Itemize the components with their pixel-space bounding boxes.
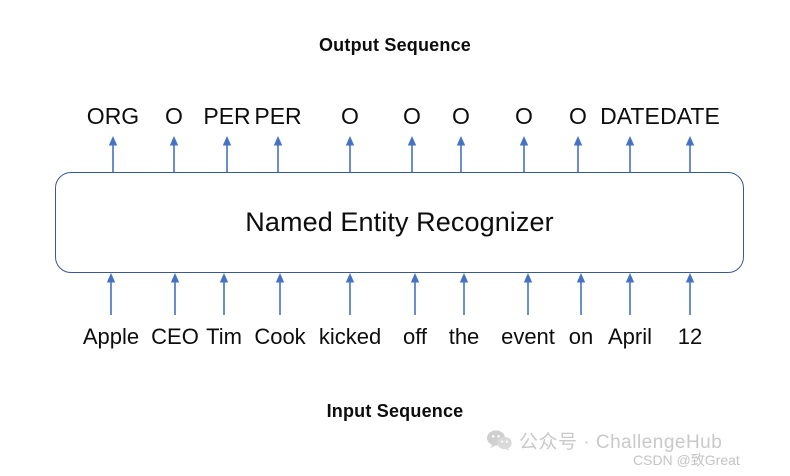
input-token-7: event: [501, 324, 555, 349]
output-arrow-1: [169, 136, 179, 172]
output-arrow-2: [222, 136, 232, 172]
output-token-1: O: [165, 103, 183, 129]
input-arrow-2: [219, 273, 229, 315]
recognizer-label: Named Entity Recognizer: [245, 207, 554, 237]
output-token-4: O: [341, 103, 359, 129]
watermark: 公众号 · ChallengeHub: [487, 427, 722, 454]
input-arrow-9: [625, 273, 635, 315]
input-token-5: off: [402, 324, 428, 349]
output-arrow-8: [573, 136, 583, 172]
output-arrow-7: [519, 136, 529, 172]
input-token-10: 12: [677, 324, 703, 349]
named-entity-recognizer-box: Named Entity Recognizer: [55, 172, 744, 273]
input-arrow-10: [685, 273, 695, 315]
wechat-icon: [487, 430, 512, 451]
output-arrow-4: [345, 136, 355, 172]
input-arrow-8: [576, 273, 586, 315]
input-token-1: CEO: [151, 324, 199, 349]
input-token-0: Apple: [82, 324, 140, 349]
output-token-2: PER: [203, 103, 251, 129]
input-arrow-0: [106, 273, 116, 315]
output-arrow-10: [685, 136, 695, 172]
input-arrow-3: [275, 273, 285, 315]
input-arrow-4: [345, 273, 355, 315]
output-arrow-6: [456, 136, 466, 172]
csdn-credit: CSDN @致Great: [633, 452, 740, 468]
input-token-4: kicked: [318, 324, 382, 349]
output-token-9: DATE: [600, 103, 660, 129]
input-arrow-5: [410, 273, 420, 315]
output-token-8: O: [569, 103, 587, 129]
output-arrow-9: [625, 136, 635, 172]
output-arrow-0: [108, 136, 118, 172]
output-token-3: PER: [254, 103, 302, 129]
input-arrow-6: [459, 273, 469, 315]
output-token-10: DATE: [660, 103, 720, 129]
output-arrow-5: [407, 136, 417, 172]
input-token-8: on: [568, 324, 594, 349]
input-token-2: Tim: [206, 324, 242, 349]
output-token-6: O: [452, 103, 470, 129]
watermark-text: 公众号 · ChallengeHub: [519, 432, 723, 453]
output-token-0: ORG: [86, 103, 140, 129]
output-arrow-3: [273, 136, 283, 172]
output-sequence-title: Output Sequence: [318, 35, 471, 55]
input-arrow-1: [170, 273, 180, 315]
input-arrow-7: [523, 273, 533, 315]
input-sequence-title: Input Sequence: [326, 401, 464, 421]
input-token-3: Cook: [254, 324, 306, 349]
input-token-6: the: [448, 324, 480, 349]
output-token-7: O: [515, 103, 533, 129]
input-token-9: April: [607, 324, 653, 349]
output-token-5: O: [403, 103, 421, 129]
